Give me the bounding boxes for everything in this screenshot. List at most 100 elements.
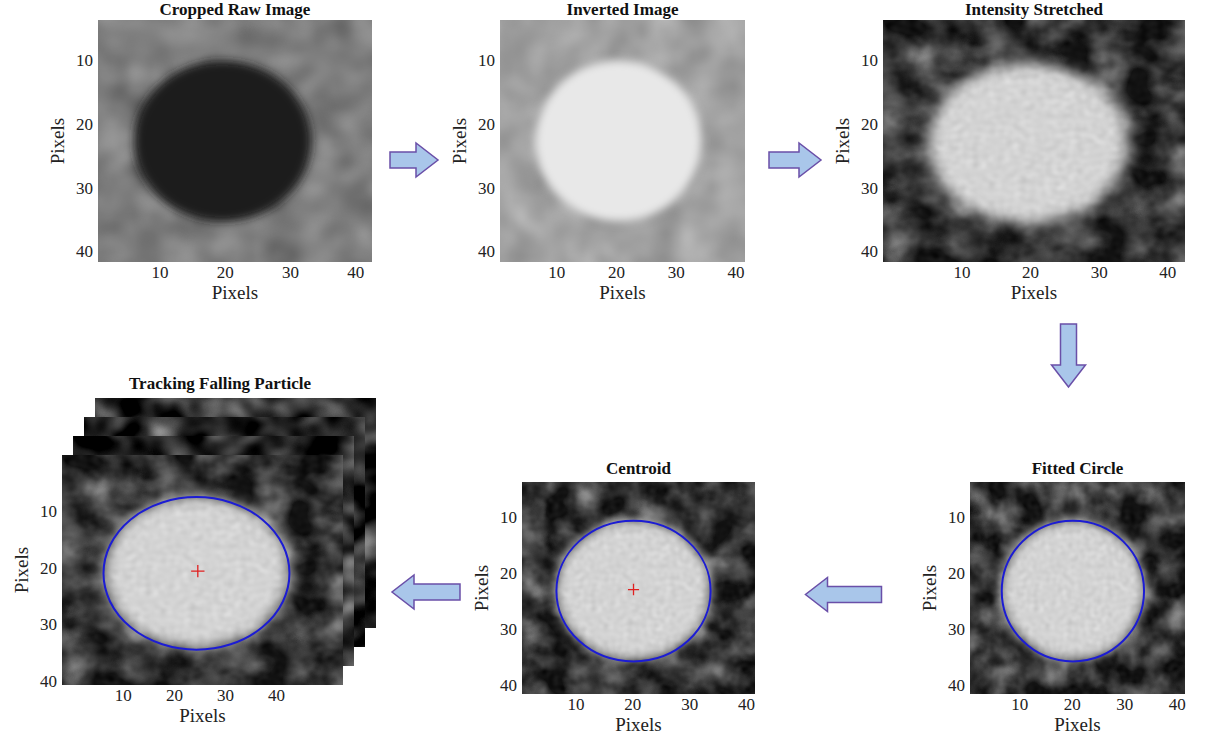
tick-label: 40 [948,677,965,695]
centroid-mark [628,584,639,595]
tick-label: 10 [548,264,565,282]
tick-label: 30 [76,180,93,198]
tick-label: 20 [861,116,878,134]
tick-label: 20 [500,565,517,583]
image-panel: Intensity Stretched [879,0,1189,262]
axis-label: Pixels [450,118,470,164]
panel-title: Cropped Raw Image [94,0,376,20]
tick-label: 20 [76,116,93,134]
panel-title: Tracking Falling Particle [58,374,382,394]
axis-label: Pixels [615,715,661,735]
image-ground [497,17,754,271]
tick-label: 20 [40,560,57,578]
tick-label: 40 [728,264,745,282]
tick-label: 40 [268,687,285,705]
tick-label: 10 [953,264,970,282]
tick-label: 30 [500,621,517,639]
image-panel: Fitted Circle [966,459,1189,694]
fitted-circle [1002,521,1144,662]
tick-label: 10 [76,52,93,70]
image-ground [967,479,1192,701]
tick-label: 40 [500,677,517,695]
image-ground [879,17,1195,271]
tracking-image [59,452,353,693]
tick-label: 10 [478,52,495,70]
image-ground [59,452,353,693]
tick-label: 10 [567,696,584,714]
block-arrow [1052,324,1086,387]
tick-label: 20 [608,264,625,282]
panel-title: Inverted Image [496,0,749,20]
tick-label: 40 [347,264,364,282]
block-arrow [390,143,438,177]
tick-label: 10 [151,264,168,282]
image-panel: Tracking Falling Particle [58,374,382,685]
image-noise [497,17,754,271]
tick-label: 40 [738,696,755,714]
tick-label: 10 [115,687,132,705]
tick-label: 30 [681,696,698,714]
image-panel: Centroid [518,459,759,694]
axis-label: Pixels [48,118,68,164]
tick-label: 30 [1116,696,1133,714]
image-ground [95,17,382,271]
image-panel: Inverted Image [496,0,749,262]
tick-label: 10 [948,509,965,527]
tick-label: 30 [40,616,57,634]
tick-label: 30 [668,264,685,282]
tick-label: 40 [1169,696,1186,714]
inverted-image [497,17,754,271]
raw-image [95,17,382,271]
centroid-image [519,479,763,701]
image-grain [59,452,353,693]
fitted-circle [556,521,710,662]
tick-label: 20 [948,565,965,583]
axis-label: Pixels [920,565,940,611]
block-arrow [769,143,821,177]
fitted-circle [103,497,289,650]
axis-label: Pixels [1054,715,1100,735]
image-noise [95,17,382,271]
image-grain [519,479,763,701]
tick-label: 30 [1091,264,1108,282]
tick-label: 30 [217,687,234,705]
image-grain [967,479,1192,701]
image-noise [879,17,1195,271]
tick-label: 40 [76,243,93,261]
tick-label: 30 [948,621,965,639]
tick-label: 40 [478,243,495,261]
tick-label: 20 [166,687,183,705]
tick-label: 20 [1064,696,1081,714]
tick-label: 10 [500,509,517,527]
panel-title: Fitted Circle [966,459,1189,479]
tick-label: 10 [861,52,878,70]
image-noise [59,452,353,693]
image-grain [879,17,1195,271]
tick-label: 10 [40,503,57,521]
tick-label: 30 [282,264,299,282]
axis-label: Pixels [833,118,853,164]
axis-label: Pixels [12,547,32,593]
tick-label: 40 [861,243,878,261]
block-arrow [806,578,882,612]
tick-label: 30 [861,180,878,198]
axis-label: Pixels [212,283,258,303]
tick-label: 20 [624,696,641,714]
tick-label: 20 [217,264,234,282]
block-arrow [392,575,460,609]
fitted-image [967,479,1192,701]
centroid-mark [191,565,204,577]
particle [536,61,702,222]
particle [134,61,311,222]
image-ground [519,479,763,701]
axis-label: Pixels [179,706,225,726]
tick-label: 40 [40,673,57,691]
image-noise [519,479,763,701]
tick-label: 20 [478,116,495,134]
panel-title: Centroid [518,459,759,479]
tick-label: 10 [1011,696,1028,714]
axis-label: Pixels [472,565,492,611]
tick-label: 40 [1159,264,1176,282]
image-panel: Cropped Raw Image [94,0,376,262]
